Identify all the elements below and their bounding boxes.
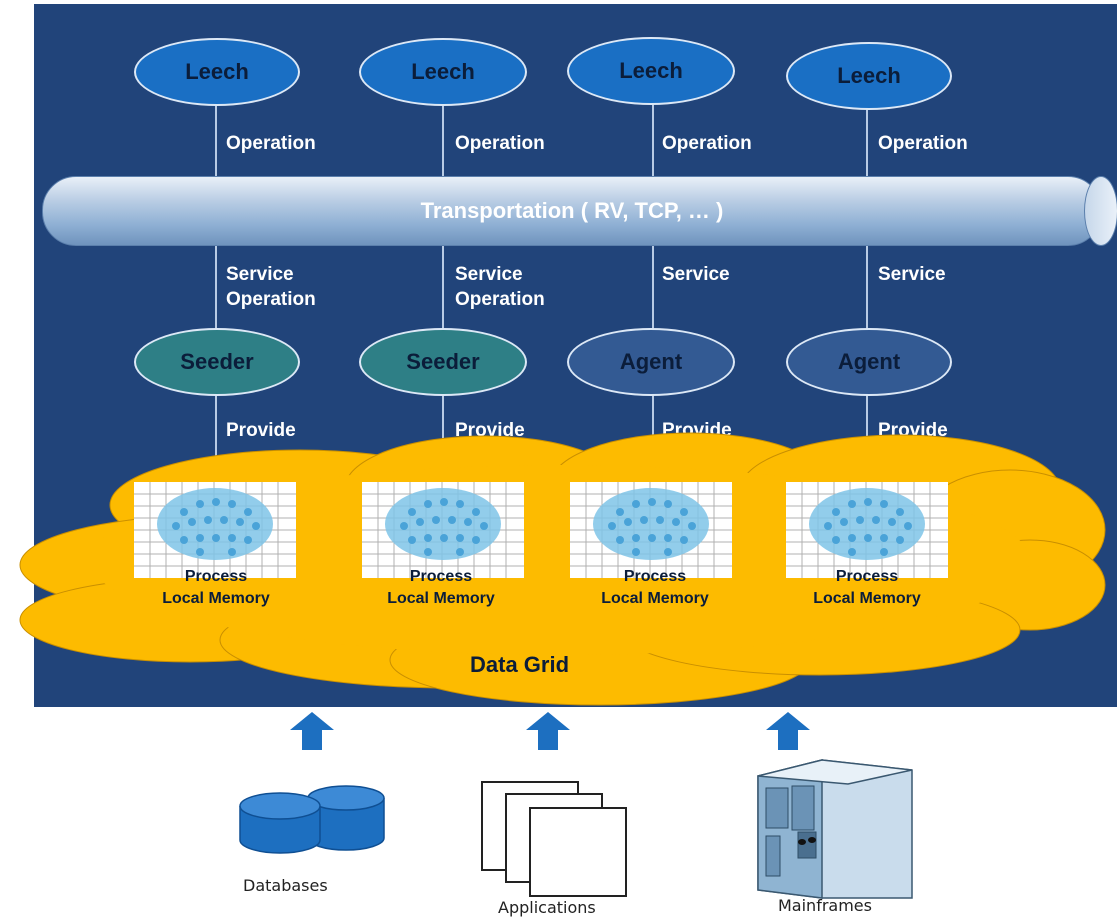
up-arrow-icon bbox=[526, 712, 570, 750]
process-line: Process bbox=[835, 568, 899, 585]
leech-node-3: Leech bbox=[567, 37, 735, 105]
applications-label: Applications bbox=[498, 898, 596, 917]
process-box-3 bbox=[570, 482, 732, 578]
transport-bus-end bbox=[1084, 176, 1117, 246]
process-box-1 bbox=[134, 482, 296, 578]
provide-label-1: Provide bbox=[226, 420, 296, 441]
process-label-2: Process Local Memory bbox=[351, 566, 531, 610]
service-line: Service bbox=[455, 264, 523, 285]
up-arrow-icon bbox=[766, 712, 810, 750]
leech-label: Leech bbox=[185, 59, 249, 84]
process-label-1: Process Local Memory bbox=[126, 566, 306, 610]
leech-label: Leech bbox=[619, 58, 683, 83]
service-label-4: Service bbox=[878, 264, 946, 285]
process-line: Process bbox=[409, 568, 473, 585]
process-box-2 bbox=[362, 482, 524, 578]
database-icon bbox=[239, 785, 385, 854]
documents-icon bbox=[481, 781, 627, 897]
data-grid-label: Data Grid bbox=[470, 652, 570, 677]
seeder-label: Seeder bbox=[180, 349, 254, 374]
seeder-label: Seeder bbox=[406, 349, 480, 374]
operation-label-3: Operation bbox=[662, 133, 752, 154]
connector-line-4 bbox=[866, 92, 868, 488]
mainframe-server-icon bbox=[757, 759, 913, 899]
operation-label-4: Operation bbox=[878, 133, 968, 154]
leech-label: Leech bbox=[411, 59, 475, 84]
memory-grid-icon bbox=[134, 482, 296, 578]
operation-label-2: Operation bbox=[455, 133, 545, 154]
seeder-node-1: Seeder bbox=[134, 328, 300, 396]
leech-node-4: Leech bbox=[786, 42, 952, 110]
transport-bus: Transportation ( RV, TCP, … ) bbox=[42, 176, 1102, 246]
leech-node-1: Leech bbox=[134, 38, 300, 106]
memory-grid-icon bbox=[570, 482, 732, 578]
seeder-node-2: Seeder bbox=[359, 328, 527, 396]
databases-label: Databases bbox=[243, 876, 328, 895]
memory-grid-icon bbox=[786, 482, 948, 578]
connector-line-1 bbox=[215, 88, 217, 488]
memory-grid-icon bbox=[362, 482, 524, 578]
up-arrow-icon bbox=[290, 712, 334, 750]
process-label-3: Process Local Memory bbox=[565, 566, 745, 610]
process-label-4: Process Local Memory bbox=[777, 566, 957, 610]
process-line: Process bbox=[184, 568, 248, 585]
service-line: Service bbox=[226, 264, 294, 285]
service-operation-label-1: Service Operation bbox=[226, 262, 316, 312]
leech-label: Leech bbox=[837, 63, 901, 88]
operation-line: Operation bbox=[455, 289, 545, 310]
process-line: Process bbox=[623, 568, 687, 585]
local-memory-line: Local Memory bbox=[387, 590, 495, 607]
transport-label: Transportation ( RV, TCP, … ) bbox=[420, 198, 724, 223]
process-box-4 bbox=[786, 482, 948, 578]
local-memory-line: Local Memory bbox=[813, 590, 921, 607]
connector-line-2 bbox=[442, 88, 444, 488]
service-operation-label-2: Service Operation bbox=[455, 262, 545, 312]
agent-label: Agent bbox=[837, 349, 901, 374]
local-memory-line: Local Memory bbox=[601, 590, 709, 607]
local-memory-line: Local Memory bbox=[162, 590, 270, 607]
service-label-3: Service bbox=[662, 264, 730, 285]
mainframes-label: Mainframes bbox=[778, 896, 872, 915]
agent-node-1: Agent bbox=[567, 328, 735, 396]
agent-node-2: Agent bbox=[786, 328, 952, 396]
agent-label: Agent bbox=[619, 349, 683, 374]
leech-node-2: Leech bbox=[359, 38, 527, 106]
operation-label-1: Operation bbox=[226, 133, 316, 154]
connector-line-3 bbox=[652, 88, 654, 488]
operation-line: Operation bbox=[226, 289, 316, 310]
